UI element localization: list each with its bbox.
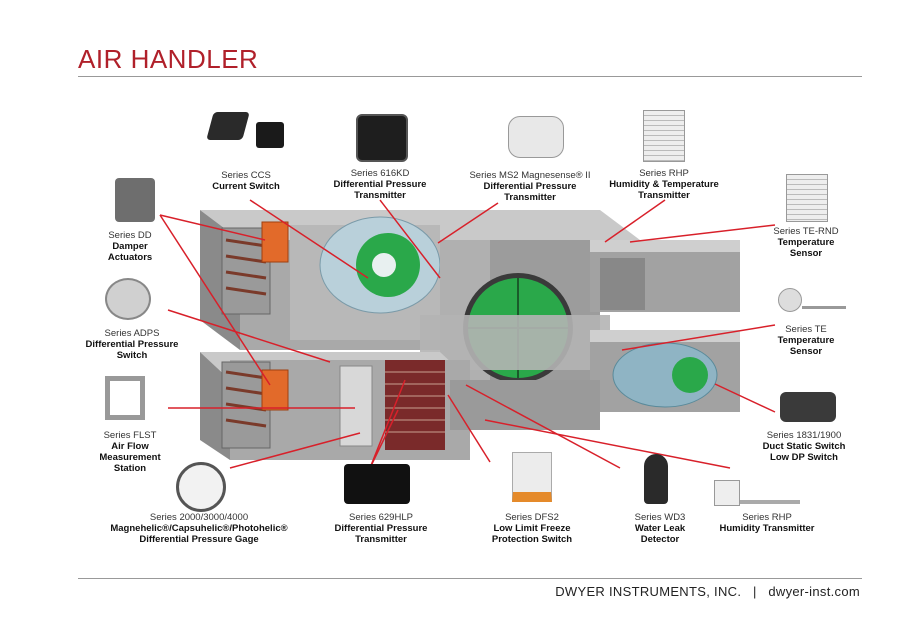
filter-coil: [385, 360, 445, 450]
lower-actuator: [261, 369, 289, 411]
upper-fan-hub: [372, 253, 396, 277]
right-upper-duct-top: [590, 240, 740, 252]
label-desc: Magnehelic®/Capsuhelic®/Photohelic® Diff…: [110, 523, 288, 545]
filter-coil-lines: [385, 371, 445, 433]
629hlp-transmitter-image: [344, 464, 410, 504]
right-lower-duct-top: [590, 330, 740, 342]
label-series: Series CCS: [221, 170, 271, 181]
label-series: Series RHP: [639, 168, 689, 179]
footer-text: DWYER INSTRUMENTS, INC. | dwyer-inst.com: [555, 584, 860, 599]
label-flst: Series FLST Air Flow Measurement Station: [90, 430, 170, 474]
damper-actuator-image: [115, 178, 155, 222]
label-ccs: Series CCS Current Switch: [196, 170, 296, 192]
label-series: Series ADPS: [104, 328, 160, 339]
label-desc: Current Switch: [212, 181, 280, 192]
label-desc: Temperature Sensor: [777, 335, 835, 357]
upper-actuator: [261, 221, 289, 263]
label-1831: Series 1831/1900 Duct Static Switch Low …: [752, 430, 856, 463]
label-series: Series 616KD: [350, 168, 410, 179]
label-desc: Humidity Transmitter: [719, 523, 815, 534]
label-te: Series TE Temperature Sensor: [764, 324, 848, 357]
rhp-humidity-temp-image: [643, 110, 685, 162]
label-series: Series FLST: [103, 430, 157, 441]
label-gage: Series 2000/3000/4000 Magnehelic®/Capsuh…: [104, 512, 294, 545]
label-series: Series 2000/3000/4000: [149, 512, 249, 523]
label-desc: Duct Static Switch Low DP Switch: [762, 441, 846, 463]
label-series: Series 629HLP: [349, 512, 413, 523]
magnehelic-gage-image: [176, 462, 226, 512]
label-rhp-top: Series RHP Humidity & Temperature Transm…: [600, 168, 728, 201]
flst-station-image: [105, 376, 145, 420]
current-switch-clamp-image: [256, 122, 284, 148]
label-series: Series RHP: [742, 512, 792, 523]
label-desc: Temperature Sensor: [777, 237, 835, 259]
title-divider: [78, 76, 862, 77]
lower-right-panel: [450, 380, 600, 430]
lower-fan-wheel: [672, 357, 708, 393]
label-series: Series DFS2: [505, 512, 559, 523]
footer-divider: [78, 578, 862, 579]
label-desc: Differential Pressure Transmitter: [333, 179, 427, 201]
adps-switch-image: [105, 278, 151, 320]
te-sensor-image: [778, 288, 848, 314]
label-desc: Water Leak Detector: [634, 523, 686, 545]
page-title: AIR HANDLER: [78, 44, 259, 74]
616kd-transmitter-image: [356, 114, 408, 162]
label-wd3: Series WD3 Water Leak Detector: [620, 512, 700, 545]
label-series: Series MS2 Magnesense® II: [469, 170, 591, 181]
right-upper-coil: [600, 258, 645, 310]
label-desc: Air Flow Measurement Station: [99, 441, 161, 474]
label-629hlp: Series 629HLP Differential Pressure Tran…: [322, 512, 440, 545]
label-series: Series TE-RND: [773, 226, 839, 237]
label-desc: Low Limit Freeze Protection Switch: [491, 523, 573, 545]
upper-damper-louvers: [225, 238, 267, 296]
1831-switch-image: [780, 392, 836, 422]
label-series: Series TE: [785, 324, 827, 335]
label-te-rnd: Series TE-RND Temperature Sensor: [764, 226, 848, 259]
wd3-detector-image: [644, 454, 668, 504]
dfs2-switch-image: [512, 452, 552, 502]
lower-damper-louvers: [225, 370, 267, 428]
label-adps: Series ADPS Differential Pressure Switch: [82, 328, 182, 361]
label-series: Series WD3: [634, 512, 686, 523]
current-switch-image: [206, 112, 250, 140]
label-616kd: Series 616KD Differential Pressure Trans…: [320, 168, 440, 201]
label-ms2: Series MS2 Magnesense® II Differential P…: [460, 170, 600, 203]
label-desc: Differential Pressure Switch: [85, 339, 179, 361]
te-rnd-sensor-image: [786, 174, 828, 222]
label-desc: Differential Pressure Transmitter: [334, 523, 428, 545]
label-dd: Series DD Damper Actuators: [90, 230, 170, 263]
label-series: Series 1831/1900: [766, 430, 842, 441]
label-desc: Differential Pressure Transmitter: [483, 181, 577, 203]
label-rhp-bottom: Series RHP Humidity Transmitter: [712, 512, 822, 534]
flow-station-panel: [339, 365, 373, 447]
label-dfs2: Series DFS2 Low Limit Freeze Protection …: [474, 512, 590, 545]
label-desc: Damper Actuators: [107, 241, 153, 263]
leader-lines: [159, 199, 776, 469]
ms2-transmitter-image: [508, 116, 564, 158]
label-series: Series DD: [108, 230, 152, 241]
label-desc: Humidity & Temperature Transmitter: [609, 179, 719, 201]
rhp-humidity-image: [714, 480, 806, 506]
